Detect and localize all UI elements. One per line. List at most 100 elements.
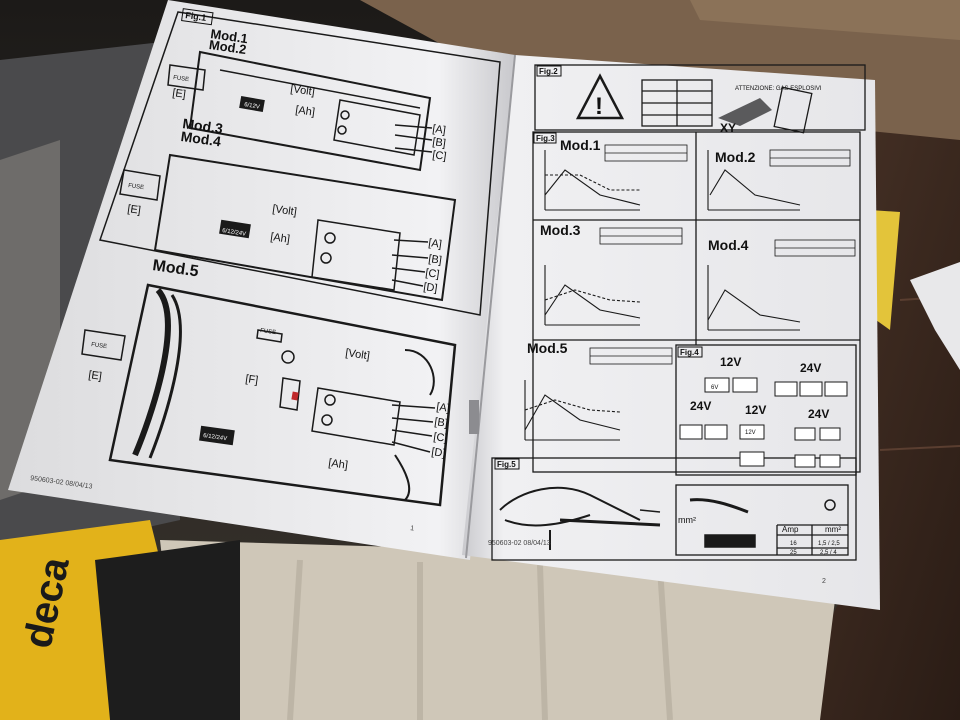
amp-tables <box>589 144 856 365</box>
mod2-label: Mod.2 <box>208 37 247 57</box>
cable-row2-amp: 25 <box>790 550 797 556</box>
callout-a-mod34: [A] <box>428 237 443 251</box>
battery-icon-mod34 <box>219 219 251 239</box>
ah-label-mod5: [Ah] <box>328 457 349 472</box>
charger-mod34 <box>153 153 457 302</box>
callout-b-mod12: [B] <box>432 136 447 150</box>
fig3-label: Fig.3 <box>536 134 555 143</box>
callout-c-mod5: [C] <box>433 431 449 445</box>
mod1-label: Mod.1 <box>210 26 249 46</box>
book-spine <box>465 54 516 559</box>
charger-mod12 <box>188 50 432 172</box>
xy-label: XY <box>720 121 736 135</box>
callout-a-mod5: [A] <box>436 401 451 415</box>
fig5-mm2-label: mm² <box>678 515 696 525</box>
fig5-drawing <box>499 486 836 550</box>
mod3-label: Mod.3 <box>182 115 224 137</box>
fuse-e-mod5 <box>81 329 126 361</box>
warning-exclamation: ! <box>595 93 603 120</box>
callout-c-mod34: [C] <box>425 267 441 281</box>
cable-table-amp-header: Amp <box>782 525 799 534</box>
right-page-number: 2 <box>822 578 826 585</box>
callout-d-mod5: [D] <box>431 446 447 460</box>
callout-e-mod12: [E] <box>172 87 187 101</box>
xy-card <box>773 86 813 134</box>
product-box-side <box>95 540 240 720</box>
panel-mod34 <box>311 219 401 291</box>
callout-f: [F] <box>245 373 259 387</box>
callout-e-mod5: [E] <box>88 369 103 383</box>
fig5-label: Fig.5 <box>497 460 516 469</box>
panel-mod5 <box>311 387 401 446</box>
warning-title: ATTENZIONE: GAS ESPLOSIVI <box>735 86 822 92</box>
ah-label-mod34: [Ah] <box>270 231 291 246</box>
fig2-frame <box>534 64 866 131</box>
fuse-e-mod34 <box>119 169 161 201</box>
fabric-mat <box>160 540 840 720</box>
right-footer: 950603-02 08/04/13 <box>488 540 551 547</box>
chart-mod1-title: Mod.1 <box>560 137 601 153</box>
ah-label-mod12: [Ah] <box>295 104 316 119</box>
staple <box>469 400 479 434</box>
fuse-text-mod34: FUSE <box>128 183 145 191</box>
fig4-24v-label-a: 24V <box>800 361 821 375</box>
xy-arrow <box>718 98 772 126</box>
fig4-frame <box>675 344 857 476</box>
volt-label-mod5: [Volt] <box>345 347 371 362</box>
fuse-text-mod5: FUSE <box>91 342 108 350</box>
left-page-number: 1 <box>410 525 415 532</box>
cable-row1-mm2: 1,5 / 2,5 <box>818 541 840 547</box>
fig4-24v-label-b: 24V <box>690 399 711 413</box>
panel-mod12 <box>333 99 421 156</box>
fig2-label: Fig.2 <box>539 67 558 76</box>
battery-6v-label: 6V <box>711 385 718 391</box>
clamp-bottom <box>394 454 411 501</box>
fig4-12v-label: 12V <box>720 355 741 369</box>
charge-curves <box>524 150 801 441</box>
chart-mod2-title: Mod.2 <box>715 149 756 165</box>
fig4-12v-label-b: 12V <box>745 403 766 417</box>
chart-mod4-title: Mod.4 <box>708 237 749 253</box>
fig4-label: Fig.4 <box>680 348 699 357</box>
switch-f-light <box>291 391 299 401</box>
callout-b-mod34: [B] <box>428 253 443 267</box>
fuse-cap <box>281 350 295 364</box>
fuse-holder <box>256 329 283 343</box>
fig5-frame <box>491 457 857 561</box>
battery-text-mod12: 6/12V <box>244 102 260 111</box>
battery-text-mod34: 6/12/24V <box>222 228 247 238</box>
fig4-24v-label-c: 24V <box>808 407 829 421</box>
volt-label-mod12: [Volt] <box>290 83 316 98</box>
callout-a-mod12: [A] <box>432 123 447 137</box>
callout-e-mod34: [E] <box>127 203 142 217</box>
volt-label-mod34: [Volt] <box>272 203 298 218</box>
cardboard-flap <box>690 0 960 40</box>
fig4-batteries <box>679 377 848 468</box>
cable-table-mm2-header: mm² <box>825 525 841 534</box>
clamp-top <box>404 349 435 396</box>
mod4-label: Mod.4 <box>180 128 222 150</box>
battery-text-mod5: 6/12/24V <box>203 433 228 442</box>
right-page <box>462 55 880 610</box>
fuse-e-mod12 <box>167 64 206 91</box>
switch-f <box>279 377 301 411</box>
chart-mod3-title: Mod.3 <box>540 222 581 238</box>
callout-b-mod5: [B] <box>434 416 449 430</box>
cable-row1-amp: 16 <box>790 541 797 547</box>
battery-icon-mod5 <box>199 425 235 446</box>
charger-mod5 <box>108 283 457 507</box>
warning-triangle <box>575 73 625 120</box>
fuse-holder-text: FUSE <box>260 328 277 336</box>
mod5-label: Mod.5 <box>151 257 199 280</box>
cable-row2-mm2: 2,5 / 4 <box>820 550 837 556</box>
fuse-text-mod12: FUSE <box>173 75 190 83</box>
battery-icon-mod12 <box>239 96 265 112</box>
battery-12v-label: 12V <box>745 430 756 436</box>
chart-mod5-title: Mod.5 <box>527 340 568 356</box>
fig1-frame <box>99 11 501 316</box>
white-paper-edge <box>910 262 960 370</box>
callout-d-mod34: [D] <box>423 281 439 295</box>
fig1-label: Fig.1 <box>185 10 207 23</box>
